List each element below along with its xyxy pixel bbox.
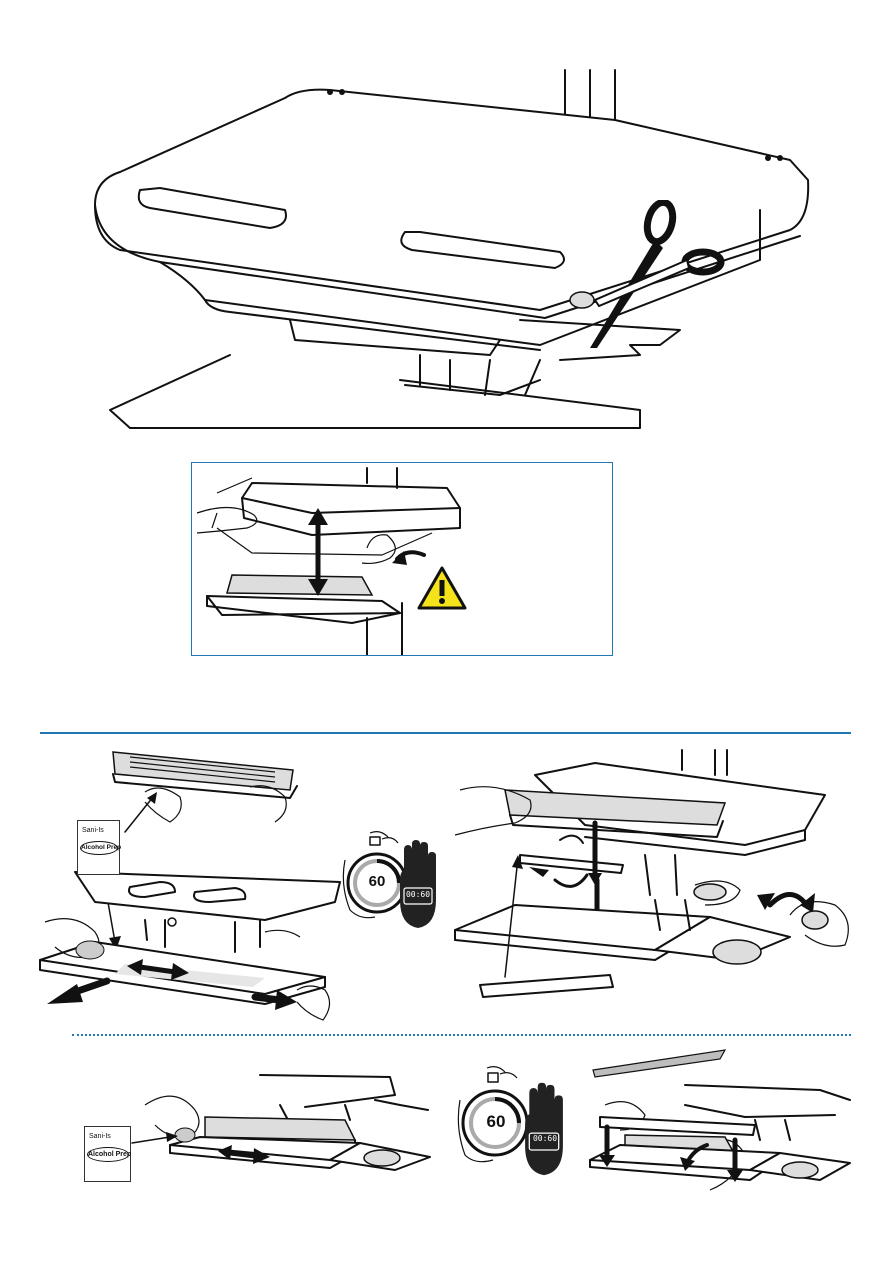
- packet-label: Alcohol Prep: [87, 1147, 129, 1162]
- packet-brand: Sani-Is: [89, 1133, 111, 1140]
- timer-display: 00:60: [404, 890, 432, 899]
- packet-label: Alcohol Prep: [80, 841, 118, 855]
- wipe-tray-illustration: [130, 1065, 435, 1185]
- wait-timer-group: 60 00:60: [340, 825, 440, 935]
- place-keyboard-illustration: [445, 745, 855, 1020]
- install-strip-illustration: [585, 1045, 853, 1195]
- scissors-icon: [585, 200, 725, 350]
- clean-keyboard-illustration: Sani-Is Alcohol Prep: [35, 742, 355, 1032]
- wait-timer-group: 60 00:60: [455, 1060, 565, 1180]
- packet-brand: Sani-Is: [82, 827, 104, 834]
- alcohol-prep-packet: Sani-Is Alcohol Prep: [84, 1126, 131, 1182]
- stopwatch-seconds: 60: [479, 1112, 513, 1132]
- stop-hand-icon: [398, 840, 438, 930]
- stop-hand-icon: [523, 1082, 565, 1178]
- alcohol-prep-packet: Sani-Is Alcohol Prep: [77, 820, 120, 875]
- cart-work-surface-illustration: [0, 0, 893, 440]
- height-adjust-panel: [191, 462, 613, 656]
- stopwatch-seconds: 60: [362, 873, 392, 890]
- warning-triangle-icon: [416, 565, 468, 611]
- timer-display: 00:60: [530, 1134, 560, 1143]
- section-divider: [40, 732, 851, 734]
- dotted-divider: [72, 1034, 851, 1036]
